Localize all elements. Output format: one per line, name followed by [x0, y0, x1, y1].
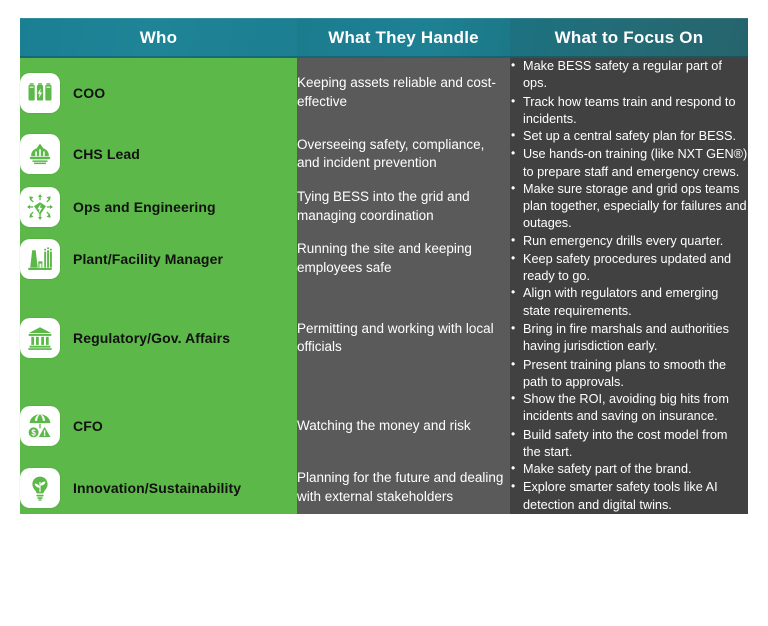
what-to-focus-on-cell: Align with regulators and emerging state… — [510, 284, 748, 392]
table-header-row: Who What They Handle What to Focus On — [20, 18, 748, 58]
focus-bullet-list: Align with regulators and emerging state… — [510, 284, 748, 392]
who-cell-content: Regulatory/Gov. Affairs — [20, 318, 297, 359]
government-building-icon — [20, 318, 60, 359]
what-they-handle-cell: Overseeing safety, compliance, and incid… — [297, 128, 510, 181]
table-row: Innovation/Sustainability Planning for th… — [20, 460, 748, 514]
focus-bullet-item: Set up a central safety plan for BESS. — [510, 127, 748, 145]
focus-bullet-item: Bring in fire marshals and authorities h… — [510, 320, 748, 356]
who-cell-content: COO — [20, 73, 297, 114]
what-they-handle-cell: Keeping assets reliable and cost-effecti… — [297, 58, 510, 129]
what-to-focus-on-cell: Show the ROI, avoiding big hits from inc… — [510, 390, 748, 462]
focus-bullet-item: Make sure storage and grid ops teams pla… — [510, 180, 748, 233]
focus-bullet-item: Present training plans to smooth the pat… — [510, 356, 748, 392]
table-row: Ops and Engineering Tying BESS into the g… — [20, 180, 748, 233]
grid-distribution-icon — [20, 186, 60, 227]
focus-bullet-item: Use hands-on training (like NXT GEN®) to… — [510, 145, 748, 181]
who-cell-content: Plant/Facility Manager — [20, 239, 297, 280]
table-body: COO Keeping assets reliable and cost-effe… — [20, 57, 748, 514]
what-they-handle-cell: Tying BESS into the grid and managing co… — [297, 180, 510, 233]
who-cell: Regulatory/Gov. Affairs — [20, 285, 297, 392]
focus-bullet-item: Align with regulators and emerging state… — [510, 284, 748, 320]
who-cell: Innovation/Sustainability — [20, 461, 297, 514]
what-to-focus-on-cell: Make sure storage and grid ops teams pla… — [510, 180, 748, 233]
focus-bullet-list: Make safety part of the brand.Explore sm… — [510, 460, 748, 514]
focus-bullet-item: Run emergency drills every quarter. — [510, 232, 748, 250]
focus-bullet-item: Track how teams train and respond to inc… — [510, 93, 748, 129]
who-label: COO — [73, 85, 106, 102]
focus-bullet-item: Explore smarter safety tools like AI det… — [510, 478, 748, 514]
who-cell-content: CHS Lead — [20, 134, 297, 175]
who-label: Ops and Engineering — [73, 198, 216, 215]
who-cell-content: Ops and Engineering — [20, 186, 297, 227]
column-header-who: Who — [20, 18, 297, 58]
what-to-focus-on-cell: Make safety part of the brand.Explore sm… — [510, 460, 748, 514]
who-cell: Ops and Engineering — [20, 180, 297, 233]
what-they-handle-cell: Planning for the future and dealing with… — [297, 461, 510, 514]
who-cell: COO — [20, 58, 297, 129]
who-cell-content: Innovation/Sustainability — [20, 467, 297, 508]
focus-bullet-list: Make sure storage and grid ops teams pla… — [510, 180, 748, 233]
focus-bullet-item: Make BESS safety a regular part of ops. — [510, 57, 748, 93]
lightbulb-leaf-icon — [20, 467, 60, 508]
table-row: Plant/Facility Manager Running the site a… — [20, 232, 748, 286]
factory-plant-icon — [20, 239, 60, 280]
what-they-handle-cell: Permitting and working with local offici… — [297, 285, 510, 392]
who-label: Innovation/Sustainability — [73, 479, 242, 496]
focus-bullet-item: Keep safety procedures updated and ready… — [510, 250, 748, 286]
focus-bullet-item: Make safety part of the brand. — [510, 460, 748, 478]
what-to-focus-on-cell: Set up a central safety plan for BESS.Us… — [510, 127, 748, 181]
what-to-focus-on-cell: Run emergency drills every quarter.Keep … — [510, 232, 748, 286]
focus-bullet-item: Show the ROI, avoiding big hits from inc… — [510, 390, 748, 426]
focus-bullet-list: Show the ROI, avoiding big hits from inc… — [510, 390, 748, 462]
battery-cabinets-icon — [20, 73, 60, 114]
what-they-handle-cell: Watching the money and risk — [297, 391, 510, 462]
what-to-focus-on-cell: Make BESS safety a regular part of ops.T… — [510, 57, 748, 129]
who-label: CFO — [73, 418, 103, 435]
who-cell-content: $ CFO — [20, 406, 297, 447]
focus-bullet-item: Build safety into the cost model from th… — [510, 426, 748, 462]
table-row: Regulatory/Gov. Affairs Permitting and wo… — [20, 284, 748, 392]
column-header-what-to-focus-on: What to Focus On — [510, 18, 748, 58]
focus-bullet-list: Make BESS safety a regular part of ops.T… — [510, 57, 748, 129]
what-they-handle-cell: Running the site and keeping employees s… — [297, 232, 510, 286]
hard-hat-safety-icon — [20, 134, 60, 175]
svg-text:$: $ — [31, 429, 36, 438]
who-cell: $ CFO — [20, 391, 297, 462]
focus-bullet-list: Set up a central safety plan for BESS.Us… — [510, 127, 748, 181]
who-label: Plant/Facility Manager — [73, 251, 224, 268]
stakeholder-responsibility-table: Who What They Handle What to Focus On CO… — [20, 18, 748, 514]
focus-bullet-list: Run emergency drills every quarter.Keep … — [510, 232, 748, 286]
who-label: CHS Lead — [73, 146, 140, 163]
who-cell: CHS Lead — [20, 128, 297, 181]
who-cell: Plant/Facility Manager — [20, 232, 297, 286]
column-header-what-they-handle: What They Handle — [297, 18, 510, 58]
table-row: COO Keeping assets reliable and cost-effe… — [20, 57, 748, 129]
umbrella-risk-icon: $ — [20, 406, 60, 447]
table-row: CHS Lead Overseeing safety, compliance, a… — [20, 127, 748, 181]
who-label: Regulatory/Gov. Affairs — [73, 330, 231, 347]
